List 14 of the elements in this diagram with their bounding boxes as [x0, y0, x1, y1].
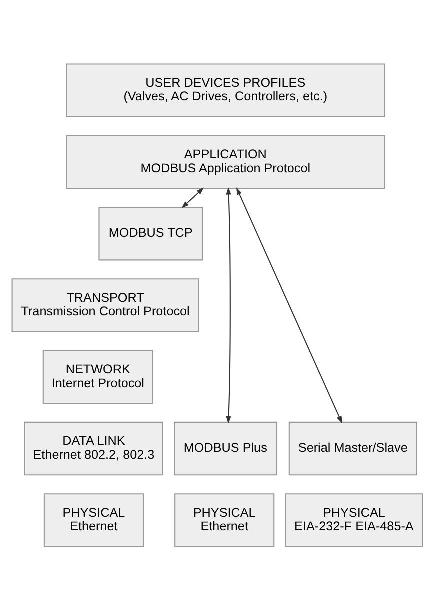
arrow	[236, 187, 342, 424]
node-box: PHYSICAL Ethernet	[44, 493, 144, 547]
arrow	[182, 187, 204, 208]
node-box: PHYSICAL Ethernet	[174, 493, 275, 547]
node-box: NETWORK Internet Protocol	[42, 350, 154, 404]
node-box: USER DEVICES PROFILES (Valves, AC Drives, Controllers, etc.)	[66, 63, 386, 117]
node-box: PHYSICAL EIA-232-F EIA-485-A	[285, 493, 424, 547]
node-box: MODBUS TCP	[98, 206, 204, 260]
node-box: DATA LINK Ethernet 802.2, 802.3	[24, 421, 164, 476]
node-box: APPLICATION MODBUS Application Protocol	[66, 134, 386, 189]
node-box: Serial Master/Slave	[288, 421, 418, 476]
arrow	[226, 186, 232, 424]
node-box: MODBUS Plus	[174, 421, 278, 476]
node-box: TRANSPORT Transmission Control Protocol	[12, 278, 200, 332]
